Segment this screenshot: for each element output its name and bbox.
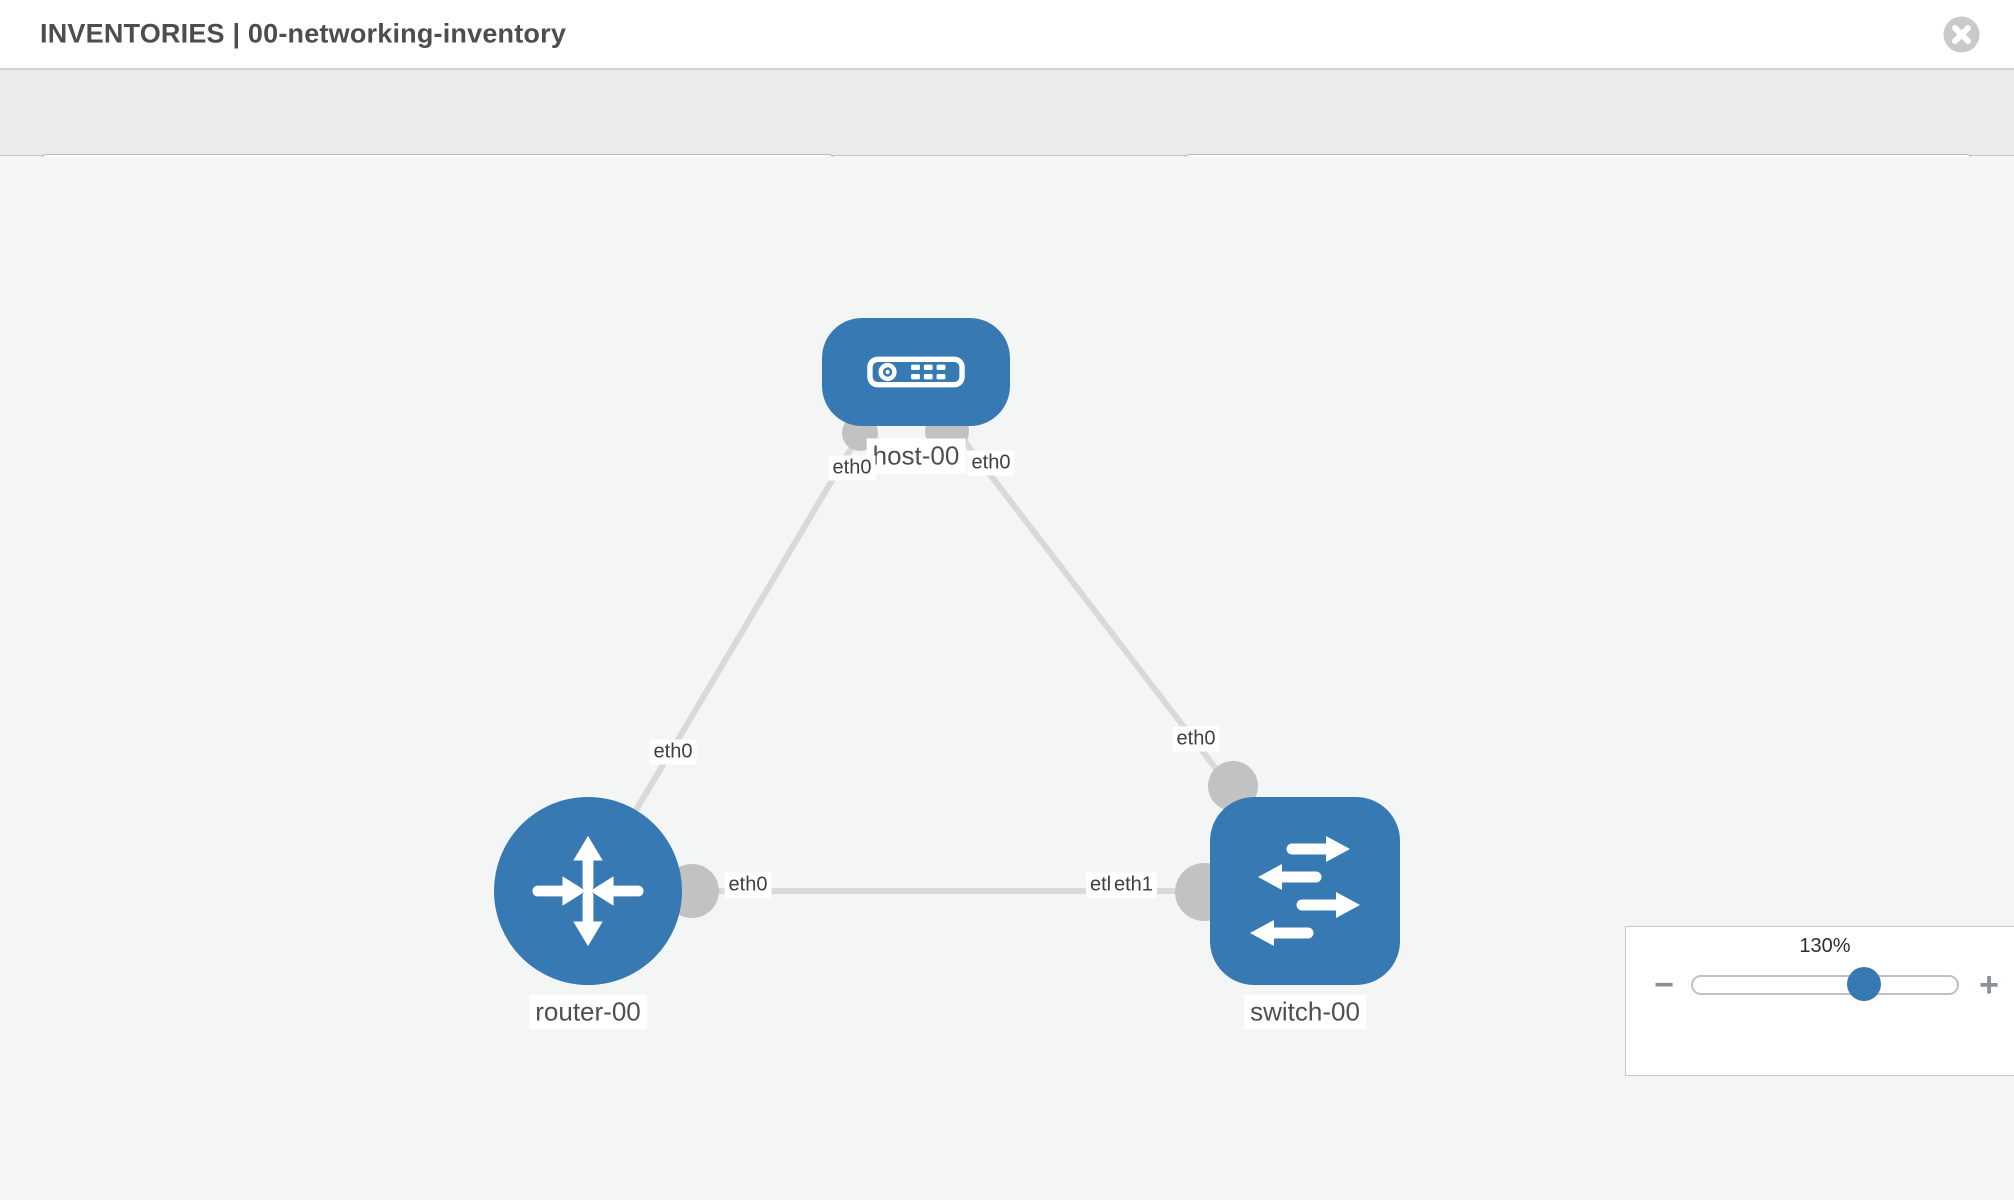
page-title: INVENTORIES | 00-networking-inventory xyxy=(40,18,567,49)
host-icon xyxy=(867,356,965,388)
node-host-00[interactable] xyxy=(822,318,1010,426)
node-label-host: host-00 xyxy=(866,438,966,474)
if-label-host-right: eth0 xyxy=(967,450,1015,476)
zoom-slider-track[interactable] xyxy=(1691,967,1959,1001)
zoom-panel: 130% − + xyxy=(1625,926,2014,1076)
zoom-in-button[interactable]: + xyxy=(1969,963,2009,1007)
zoom-level-label: 130% xyxy=(1799,935,1851,957)
if-label-link-host-router: eth0 xyxy=(649,739,697,765)
zoom-slider-handle[interactable] xyxy=(1847,967,1881,1001)
circle-x-icon xyxy=(1943,16,1980,53)
header: INVENTORIES | 00-networking-inventory xyxy=(0,0,2014,70)
if-label-switch-top: eth0 xyxy=(1172,726,1220,752)
if-label-host-left: eth0 xyxy=(828,455,876,481)
switch-icon xyxy=(1250,836,1360,946)
node-label-router: router-00 xyxy=(529,994,647,1030)
topology-canvas: host-00 router-00 switch-00 eth0 eth0 et… xyxy=(0,157,2014,1200)
close-button[interactable] xyxy=(1943,16,1980,53)
if-label-router-right: eth0 xyxy=(724,872,772,898)
node-router-00[interactable] xyxy=(494,797,682,985)
router-icon xyxy=(532,835,644,947)
toolbar: ACTIONS ▼ SEARCH ▼ xyxy=(0,70,2014,212)
zoom-out-button[interactable]: − xyxy=(1644,963,1684,1007)
node-label-switch: switch-00 xyxy=(1244,994,1366,1030)
if-label-switch-left-front: eth1 xyxy=(1110,872,1157,898)
node-switch-00[interactable] xyxy=(1210,797,1400,985)
